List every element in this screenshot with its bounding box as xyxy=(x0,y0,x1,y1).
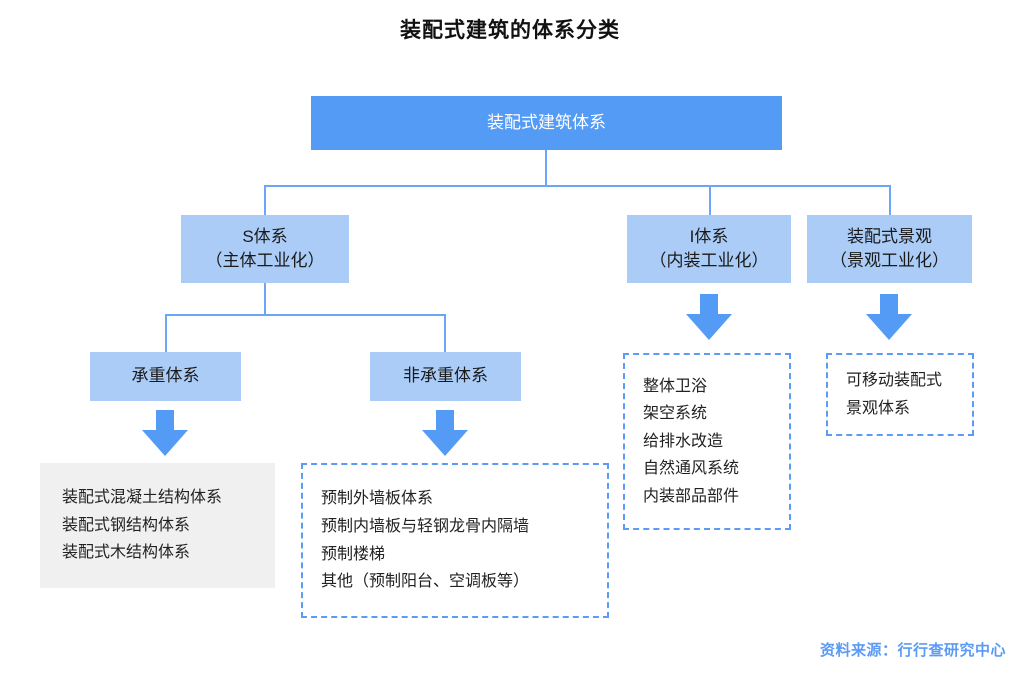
list-item: 预制外墙板体系 xyxy=(321,490,434,508)
node-non-load-bearing-label: 非承重体系 xyxy=(403,366,488,386)
node-non-load-bearing[interactable]: 非承重体系 xyxy=(370,352,521,401)
leaf-non-load-bearing-items: 预制外墙板体系 预制内墙板与轻钢龙骨内隔墙 预制楼梯 其他（预制阳台、空调板等） xyxy=(301,463,609,618)
connector-s-stem xyxy=(264,283,266,315)
arrow-down-icon-load-bearing xyxy=(142,410,188,456)
list-item: 架空系统 xyxy=(643,405,708,423)
node-load-bearing-label: 承重体系 xyxy=(131,366,200,386)
list-item: 景观体系 xyxy=(846,399,911,417)
list-item: 预制楼梯 xyxy=(321,545,386,563)
leaf-interior-items: 整体卫浴 架空系统 给排水改造 自然通风系统 内装部品部件 xyxy=(623,353,791,530)
node-landscape-system[interactable]: 装配式景观 （景观工业化） xyxy=(807,215,972,283)
list-item: 给排水改造 xyxy=(643,432,724,450)
connector-level2-bus xyxy=(264,185,891,187)
node-load-bearing[interactable]: 承重体系 xyxy=(90,352,241,401)
node-landscape-system-line2: （景观工业化） xyxy=(830,251,949,270)
arrow-down-icon-landscape-system xyxy=(866,294,912,340)
node-s-system-line1: S体系 xyxy=(242,226,288,246)
source-note: 资料来源：行行查研究中心 xyxy=(819,642,1006,659)
node-i-system-line1: I体系 xyxy=(689,226,729,246)
arrow-down-icon-i-system xyxy=(686,294,732,340)
connector-drop-s-system xyxy=(264,185,266,215)
list-item: 可移动装配式 xyxy=(846,371,943,389)
node-s-system-line2: （主体工业化） xyxy=(205,251,325,270)
list-item: 内装部品部件 xyxy=(643,487,740,505)
list-item: 装配式木结构体系 xyxy=(62,544,191,562)
node-root[interactable]: 装配式建筑体系 xyxy=(311,96,782,150)
page-title: 装配式建筑的体系分类 xyxy=(400,19,620,42)
list-item: 自然通风系统 xyxy=(643,460,740,478)
list-item: 整体卫浴 xyxy=(643,377,708,395)
node-i-system[interactable]: I体系 （内装工业化） xyxy=(627,215,791,283)
node-s-system[interactable]: S体系 （主体工业化） xyxy=(181,215,349,283)
node-root-label: 装配式建筑体系 xyxy=(487,112,606,132)
list-item: 装配式钢结构体系 xyxy=(62,516,191,534)
list-item: 其他（预制阳台、空调板等） xyxy=(321,573,530,591)
leaf-load-bearing-items: 装配式混凝土结构体系 装配式钢结构体系 装配式木结构体系 xyxy=(40,463,275,588)
node-i-system-line2: （内装工业化） xyxy=(649,251,769,270)
connector-root-stem xyxy=(545,150,547,186)
arrow-down-icon-non-load-bearing xyxy=(422,410,468,456)
connector-drop-i-system xyxy=(709,185,711,215)
node-landscape-system-line1: 装配式景观 xyxy=(847,226,932,246)
connector-drop-load-bearing xyxy=(165,314,167,352)
connector-drop-landscape-system xyxy=(889,185,891,215)
connector-drop-non-load-bearing xyxy=(444,314,446,352)
list-item: 预制内墙板与轻钢龙骨内隔墙 xyxy=(321,517,530,535)
list-item: 装配式混凝土结构体系 xyxy=(62,489,223,507)
connector-level3-bus xyxy=(165,314,446,316)
leaf-landscape-items: 可移动装配式 景观体系 xyxy=(826,353,974,436)
